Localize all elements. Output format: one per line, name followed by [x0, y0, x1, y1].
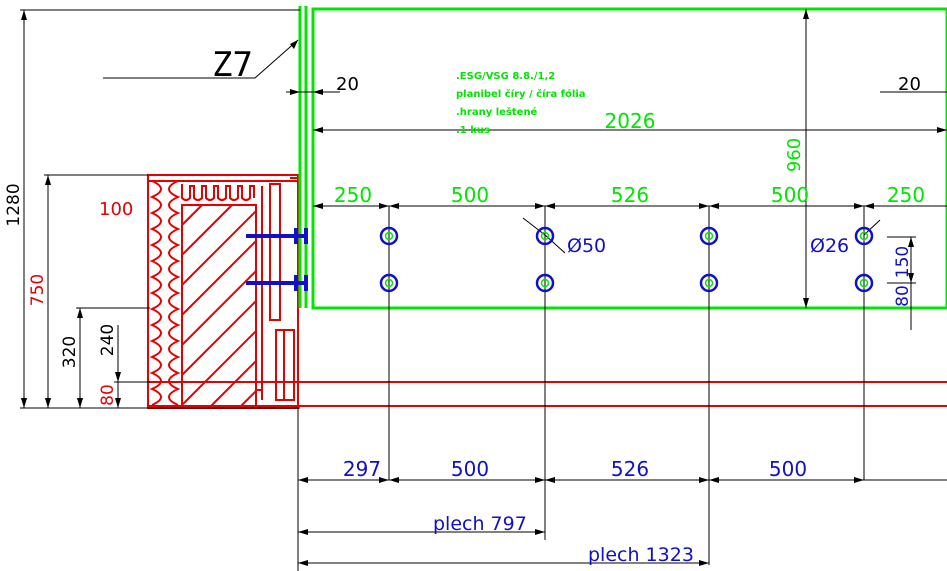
dia-26: Ø26: [810, 235, 849, 257]
hole-marker: [699, 226, 719, 246]
concrete-block: [181, 204, 257, 409]
dim-960: 960: [784, 138, 805, 172]
bolts: [246, 228, 308, 291]
dim-320: 320: [60, 336, 80, 368]
top-dim-label: 250: [887, 183, 925, 207]
insulation-wave: [149, 180, 181, 406]
glass-notes: .ESG/VSG 8.8./1,2 planibel číry / číra f…: [456, 71, 586, 136]
note-line-4: .1 kus: [456, 125, 490, 136]
top-insulation: [181, 184, 255, 201]
note-line-3: .hrany leštené: [456, 106, 538, 118]
top-dim-label: 500: [451, 183, 489, 207]
hole-marker: [379, 226, 399, 246]
wall-section: [147, 174, 947, 409]
arrowheads: [21, 9, 947, 566]
dim-100: 100: [99, 199, 133, 220]
dim-80-right: 80: [893, 285, 913, 307]
top-dim-label: 250: [334, 183, 372, 207]
note-line-1: .ESG/VSG 8.8./1,2: [456, 71, 555, 82]
bottom-dim-label: 500: [769, 457, 807, 481]
glass-panel: [298, 6, 947, 310]
hole-marker: [854, 273, 874, 293]
top-dim-label: 526: [611, 183, 649, 207]
plech-797: plech 797: [433, 513, 527, 535]
hole-marker: [699, 273, 719, 293]
glass-outline: [311, 7, 947, 310]
dim-1280: 1280: [4, 183, 24, 226]
hole-marker: [379, 273, 399, 293]
top-spacing-labels: 250 500 526 500 250: [334, 183, 925, 207]
dimension-lines: [20, 9, 947, 571]
dim-80-left: 80: [98, 384, 118, 406]
dim-240: 240: [98, 324, 118, 356]
note-line-2: planibel číry / číra fólia: [456, 88, 586, 100]
dia-50: Ø50: [567, 235, 606, 257]
bottom-dim-label: 297: [343, 457, 381, 481]
dim-150: 150: [893, 246, 913, 278]
hole-marker: [854, 226, 874, 246]
bottom-dim-label: 500: [451, 457, 489, 481]
hole-marker: [535, 226, 555, 246]
top-dim-label: 500: [771, 183, 809, 207]
holes: [379, 226, 874, 293]
hole-marker: [535, 273, 555, 293]
dim-750: 750: [28, 274, 48, 306]
bottom-dim-label: 526: [611, 457, 649, 481]
dim-2026: 2026: [605, 109, 656, 133]
bottom-spacing-labels: 297 500 526 500: [343, 457, 807, 481]
plech-1323: plech 1323: [588, 544, 694, 566]
dim-20-left: 20: [336, 74, 359, 95]
detail-label: Z7: [212, 45, 253, 85]
dim-20-right: 20: [898, 74, 921, 95]
